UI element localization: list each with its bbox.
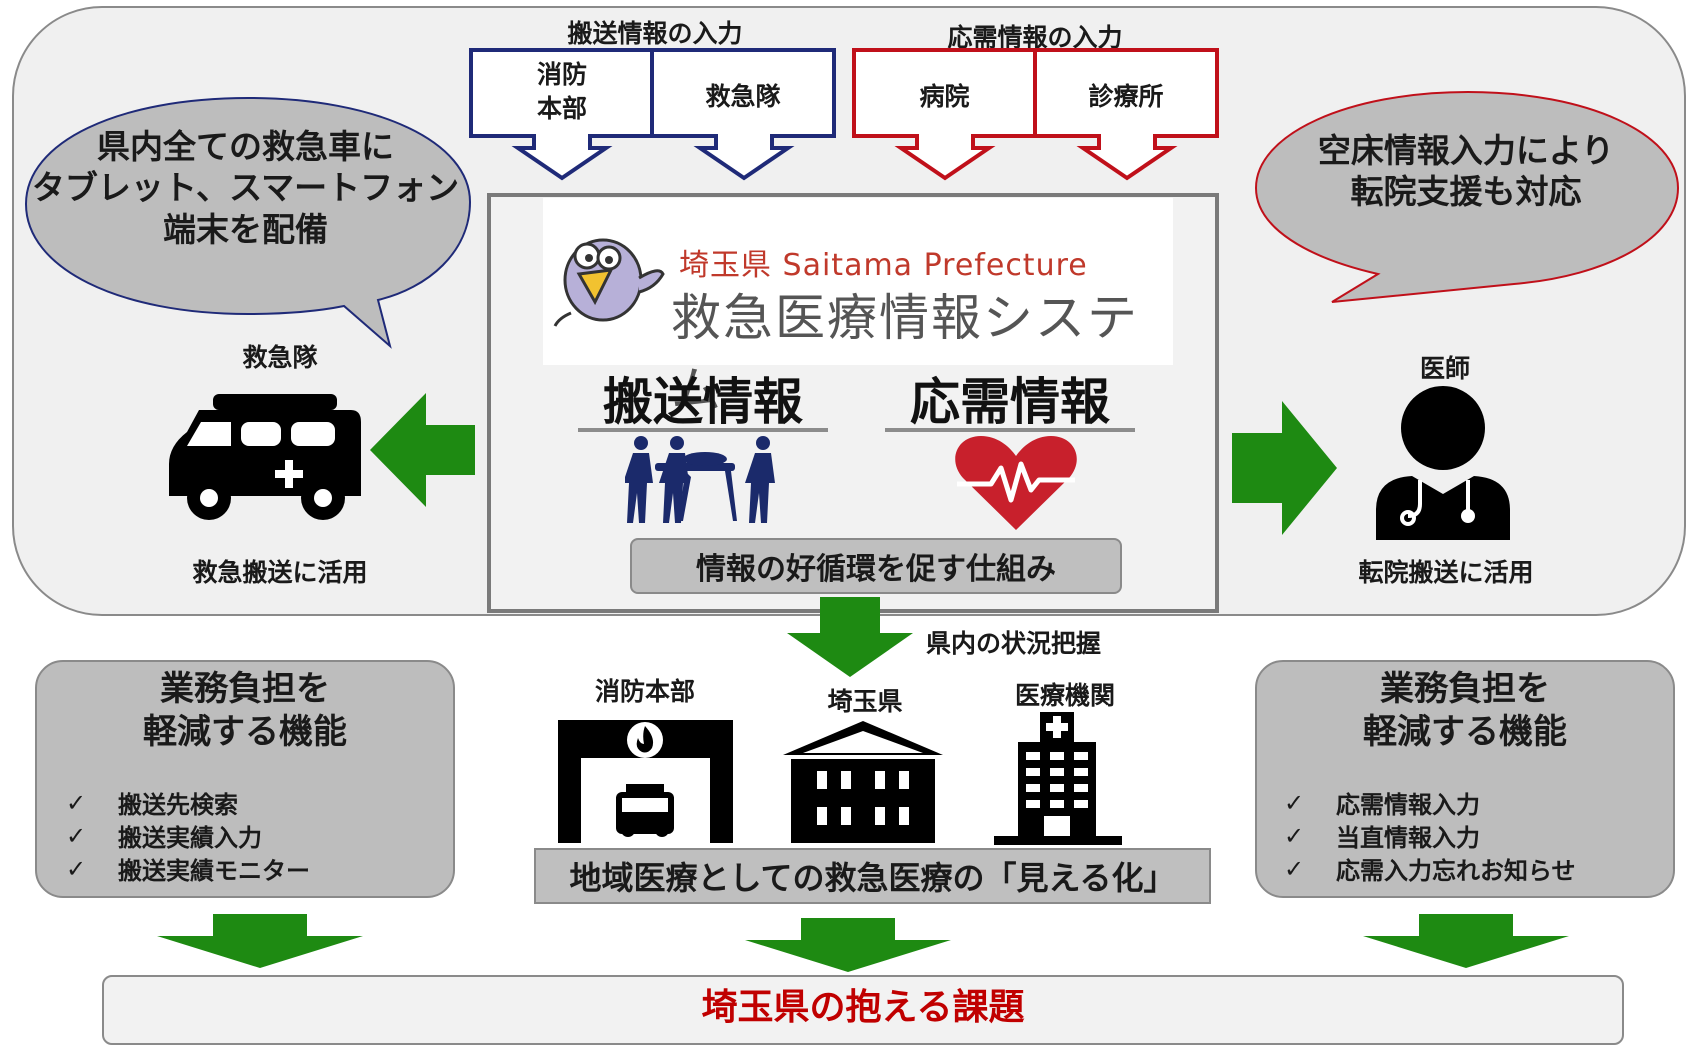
response-input-title: 応需情報の入力 [947,23,1123,52]
hospital-icon [994,712,1122,845]
check-icon: ✓ [1284,788,1305,817]
info-cycle-label: 情報の好循環を促す仕組み [630,538,1122,594]
response-heading-rule [885,428,1135,432]
green-arrow-bottom-left [157,914,363,968]
right-feature-box [1255,660,1675,898]
response-info-heading: 応需情報 [910,373,1110,431]
org-label-prefecture: 埼玉県 [827,687,903,716]
input-box-ambulance-team [650,48,836,181]
visualization-label: 地域医療としての救急医療の「見える化」 [534,848,1211,904]
input-box-clinic [1033,48,1219,181]
left-bubble-line-3: 端末を配備 [163,209,328,249]
left-bubble-line-1: 県内全ての救急車に [97,127,394,166]
input-label-fire-hq: 消防 本部 [536,60,587,123]
right-bubble-line-1: 空床情報入力により [1317,131,1615,170]
left-feature-item-2: 搬送実績入力 [118,824,262,852]
input-label-clinic: 診療所 [1088,82,1164,111]
green-arrow-bottom-right [1363,914,1569,968]
fire-station-icon [558,720,733,843]
input-label-hospital: 病院 [919,82,970,111]
emergency-transport-usage: 救急搬送に活用 [192,558,368,587]
input-arrows [469,48,1219,181]
transport-heading-rule [578,428,828,432]
left-feature-box [35,660,455,898]
doctor-icon [1376,386,1510,540]
left-feature-title: 業務負担を 軽減する機能 [35,668,455,753]
check-icon: ✓ [66,854,87,883]
logo-english: Saitama Prefecture [782,248,1088,283]
logo-system-name: 救急医療情報システム [671,289,1139,419]
org-label-medical: 医療機関 [1014,681,1115,710]
input-box-hospital [852,48,1037,181]
green-arrow-right [1232,401,1337,535]
list-item: ✓ 応需入力忘れお知らせ [1284,852,1669,886]
transport-input-title: 搬送情報の入力 [567,19,743,48]
check-icon: ✓ [1284,821,1305,850]
check-icon: ✓ [66,821,87,850]
right-feature-item-3: 応需入力忘れお知らせ [1336,857,1576,885]
left-bubble-text: 県内全ての救急車に タブレット、スマートフォン 端末を配備 [18,126,473,250]
bird-mascot-icon [553,238,665,327]
check-icon: ✓ [66,788,87,817]
left-feature-item-1: 搬送先検索 [118,791,238,819]
list-item: ✓ 搬送先検索 [66,786,446,820]
government-building-icon [783,721,943,843]
right-bubble-text: 空床情報入力により 転院支援も対応 [1260,130,1672,213]
list-item: ✓ 当直情報入力 [1284,819,1669,853]
left-feature-title-line-1: 業務負担を [160,669,330,709]
status-grasp-label: 県内の状況把握 [926,629,1102,658]
green-arrow-left [370,393,475,507]
right-feature-title: 業務負担を 軽減する機能 [1255,668,1675,753]
heartbeat-icon [955,436,1077,530]
green-arrow-bottom-center [745,918,951,972]
left-feature-list: ✓ 搬送先検索 ✓ 搬送実績入力 ✓ 搬送実績モニター [66,786,446,886]
list-item: ✓ 搬送実績モニター [66,852,446,886]
left-speech-bubble [24,96,472,349]
right-speech-bubble [1254,90,1680,303]
input-label-ambulance-team: 救急隊 [705,82,781,111]
ambulance-team-label: 救急隊 [242,343,318,372]
check-icon: ✓ [1284,854,1305,883]
logo-prefecture: 埼玉県 [679,248,772,283]
stretcher-icon [625,436,775,523]
org-label-fire-hq: 消防本部 [594,677,695,706]
list-item: ✓ 搬送実績入力 [66,819,446,853]
list-item: ✓ 応需情報入力 [1284,786,1669,820]
right-feature-title-line-1: 業務負担を [1380,669,1550,709]
left-bubble-line-2: タブレット、スマートフォン [31,168,460,208]
right-feature-title-line-2: 軽減する機能 [1363,711,1567,752]
issue-label: 埼玉県の抱える課題 [701,987,1025,1028]
doctor-label: 医師 [1419,354,1470,383]
right-bubble-line-2: 転院支援も対応 [1350,172,1582,212]
left-feature-item-3: 搬送実績モニター [118,857,310,885]
system-logo: 埼玉県 Saitama Prefecture 救急医療情報システム [543,198,1173,419]
right-feature-item-1: 応需情報入力 [1336,791,1480,819]
transport-info-heading: 搬送情報 [603,373,803,431]
right-feature-list: ✓ 応需情報入力 ✓ 当直情報入力 ✓ 応需入力忘れお知らせ [1284,786,1669,886]
inter-hospital-usage: 転院搬送に活用 [1358,558,1534,587]
right-feature-item-2: 当直情報入力 [1336,824,1480,852]
green-arrow-center-down [787,597,913,677]
left-feature-title-line-2: 軽減する機能 [143,711,347,752]
ambulance-icon [169,394,361,520]
